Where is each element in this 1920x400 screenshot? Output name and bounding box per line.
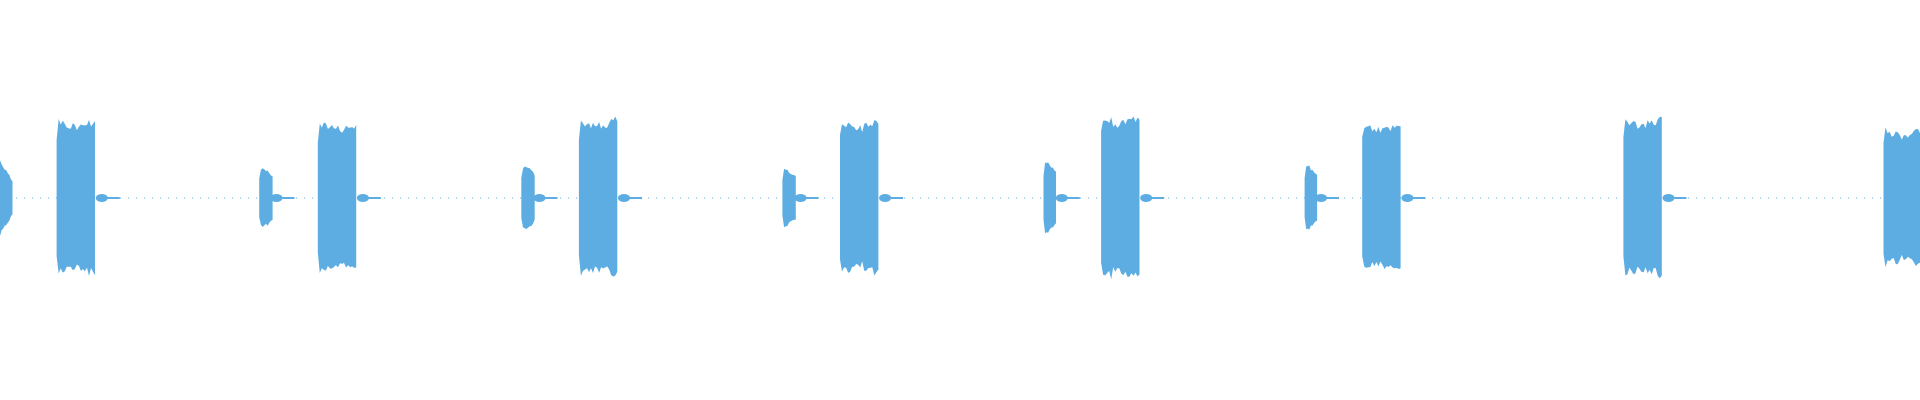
waveform-blip-tail bbox=[1146, 197, 1165, 199]
waveform-bursts bbox=[0, 116, 1920, 280]
waveform-blip-tail bbox=[800, 197, 819, 199]
waveform-burst-large bbox=[578, 116, 618, 277]
waveform-burst-large bbox=[1883, 127, 1920, 268]
waveform-burst-large bbox=[1623, 116, 1662, 279]
waveform-blip-tail bbox=[101, 197, 120, 199]
waveform-blip-tail bbox=[539, 197, 558, 199]
waveform-burst-large bbox=[840, 120, 879, 276]
waveform-burst-small bbox=[521, 166, 535, 230]
waveform-burst-small bbox=[782, 168, 796, 228]
waveform-blip-tail bbox=[1321, 197, 1339, 199]
waveform-burst-large bbox=[317, 122, 357, 274]
waveform-burst-small bbox=[1304, 165, 1318, 230]
waveform-burst-large bbox=[1362, 125, 1401, 269]
waveform-burst-small bbox=[259, 168, 273, 227]
waveform-blip-tail bbox=[362, 197, 381, 199]
waveform-blip-tail bbox=[885, 197, 904, 199]
waveform-blip-tail bbox=[1061, 197, 1080, 199]
waveform-burst-small bbox=[1043, 162, 1056, 234]
waveform-blip-tail bbox=[276, 197, 295, 199]
waveform-burst-tail bbox=[0, 160, 13, 236]
waveform-blip-tail bbox=[624, 197, 642, 199]
waveform-burst-large bbox=[1101, 116, 1140, 280]
waveform-blip-tail bbox=[1668, 197, 1687, 199]
waveform-burst-large bbox=[56, 118, 95, 277]
waveform-blip-tail bbox=[1407, 197, 1426, 199]
